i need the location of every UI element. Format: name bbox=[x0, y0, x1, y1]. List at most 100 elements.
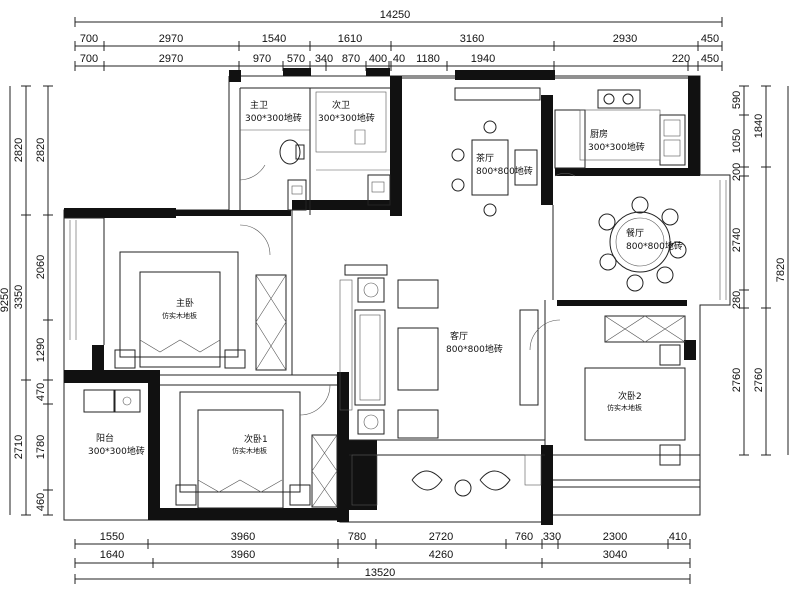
dim-top2-4: 340 bbox=[315, 53, 333, 65]
dim-right-in-5: 280 bbox=[731, 291, 743, 309]
dim-left-in-5: 460 bbox=[35, 493, 47, 511]
dim-top1-3: 1610 bbox=[338, 33, 362, 45]
coffee-table bbox=[397, 327, 439, 391]
dim-left-in-3: 470 bbox=[35, 383, 47, 401]
dim-top2-0: 700 bbox=[80, 53, 98, 65]
balcony-name: 阳台 bbox=[96, 432, 114, 444]
dim-left-in-4: 1780 bbox=[35, 435, 47, 459]
dim-left-in-0: 2820 bbox=[35, 138, 47, 162]
living-floor: 800*800地砖 bbox=[446, 343, 503, 355]
toilet-icon bbox=[279, 139, 301, 165]
shower-icon bbox=[315, 91, 387, 153]
dim-right-in-1: 1050 bbox=[731, 129, 743, 153]
bottom-dimensions: 1550 3960 780 2720 760 330 2300 410 1640… bbox=[74, 531, 691, 584]
dim-bot1-1: 3960 bbox=[231, 531, 255, 543]
master-bath-name: 主卫 bbox=[250, 99, 268, 111]
dim-bot1-6: 2300 bbox=[603, 531, 627, 543]
kitchen-fixtures bbox=[554, 89, 686, 169]
dim-bot1-4: 760 bbox=[515, 531, 533, 543]
dim-left-in-1: 2060 bbox=[35, 255, 47, 279]
bedroom2-name: 次卧2 bbox=[618, 390, 642, 402]
walls bbox=[63, 68, 731, 525]
living-furniture bbox=[339, 264, 539, 439]
bedroom2-floor: 仿实木地板 bbox=[607, 403, 642, 412]
right-dimensions: 590 1050 1840 200 2740 280 2760 2760 782… bbox=[731, 85, 789, 456]
dim-left-mid-0: 2820 bbox=[13, 138, 25, 162]
dim-top1-6: 450 bbox=[701, 33, 719, 45]
tea-room-name: 茶厅 bbox=[476, 152, 494, 164]
dim-left-mid-1: 3350 bbox=[13, 285, 25, 309]
dining-name: 餐厅 bbox=[626, 227, 644, 239]
tea-room-furniture bbox=[451, 87, 541, 217]
balcony-floor: 300*300地砖 bbox=[88, 445, 145, 457]
dim-right-in-6: 2760 bbox=[731, 368, 743, 392]
dim-left-in-2: 1290 bbox=[35, 338, 47, 362]
dim-right-in-3: 200 bbox=[731, 163, 743, 181]
dim-bottom-total: 13520 bbox=[365, 567, 396, 579]
dim-left-outer: 9250 bbox=[0, 288, 11, 312]
dim-bot2-1: 3960 bbox=[231, 549, 255, 561]
dim-top2-11: 450 bbox=[701, 53, 719, 65]
dim-left-mid-2: 2710 bbox=[13, 435, 25, 459]
dim-top1-4: 3160 bbox=[460, 33, 484, 45]
bedroom2-furniture bbox=[584, 315, 686, 466]
dim-right-in-0: 590 bbox=[731, 91, 743, 109]
left-dimensions: 9250 2820 3350 2710 2820 2060 1290 470 1… bbox=[0, 85, 53, 516]
tea-room-floor: 800*800地砖 bbox=[476, 165, 533, 177]
dim-right-outer: 7820 bbox=[775, 258, 787, 282]
dim-top2-2: 970 bbox=[253, 53, 271, 65]
master-bedroom-floor: 仿实木地板 bbox=[162, 311, 197, 320]
wardrobe bbox=[255, 274, 287, 371]
wardrobe-2 bbox=[311, 434, 338, 508]
bedroom1-bed bbox=[197, 409, 284, 509]
master-bed bbox=[139, 271, 221, 368]
dim-top1-1: 2970 bbox=[159, 33, 183, 45]
dim-bot2-2: 4260 bbox=[429, 549, 453, 561]
dim-top2-8: 1180 bbox=[416, 53, 440, 65]
dim-bot1-5: 330 bbox=[543, 531, 561, 543]
dim-top1-2: 1540 bbox=[262, 33, 286, 45]
kitchen-name: 厨房 bbox=[590, 128, 608, 140]
tea-table bbox=[471, 139, 509, 196]
balcony-lounge bbox=[351, 454, 542, 506]
partitions bbox=[64, 77, 727, 488]
sink-icon-2 bbox=[367, 174, 391, 206]
dim-top-total: 14250 bbox=[380, 9, 411, 21]
bedroom1-furniture bbox=[175, 391, 338, 509]
dim-right-in-4: 2740 bbox=[731, 228, 743, 252]
dim-top1-0: 700 bbox=[80, 33, 98, 45]
dim-top2-10: 220 bbox=[672, 53, 690, 65]
room-labels: 主卫 300*300地砖 次卫 300*300地砖 茶厅 800*800地砖 厨… bbox=[88, 99, 683, 457]
stove-icon bbox=[603, 93, 615, 105]
sink-icon bbox=[287, 179, 307, 211]
dim-top1-5: 2930 bbox=[613, 33, 637, 45]
living-name: 客厅 bbox=[450, 330, 468, 342]
dim-top2-5: 870 bbox=[342, 53, 360, 65]
balcony-fixtures bbox=[83, 389, 141, 413]
dining-floor: 800*800地砖 bbox=[626, 240, 683, 252]
dining-furniture bbox=[598, 196, 687, 292]
dim-top2-7: 40 bbox=[393, 53, 405, 65]
dim-top2-1: 2970 bbox=[159, 53, 183, 65]
dim-bot1-7: 410 bbox=[669, 531, 687, 543]
top-dimensions: 14250 700 2970 1540 1610 3160 2930 450 7… bbox=[74, 9, 723, 71]
dining-table bbox=[609, 211, 671, 273]
dim-bot1-2: 780 bbox=[348, 531, 366, 543]
bedroom1-name: 次卧1 bbox=[244, 433, 268, 445]
dim-bot2-3: 3040 bbox=[603, 549, 627, 561]
second-bath-floor: 300*300地砖 bbox=[318, 112, 375, 124]
bedroom1-floor: 仿实木地板 bbox=[232, 446, 267, 455]
second-bath-name: 次卫 bbox=[332, 99, 350, 111]
master-bedroom-name: 主卧 bbox=[176, 297, 194, 309]
bathroom-fixtures bbox=[240, 91, 391, 211]
kitchen-floor: 300*300地砖 bbox=[588, 141, 645, 153]
master-bath-floor: 300*300地砖 bbox=[245, 112, 302, 124]
bedroom2-bed bbox=[584, 367, 686, 441]
sofa bbox=[354, 309, 386, 406]
dim-right-mid-0: 2760 bbox=[753, 368, 765, 392]
dim-top2-9: 1940 bbox=[471, 53, 495, 65]
dim-top2-6: 400 bbox=[369, 53, 387, 65]
dim-top2-3: 570 bbox=[287, 53, 305, 65]
door-swings bbox=[239, 164, 576, 416]
